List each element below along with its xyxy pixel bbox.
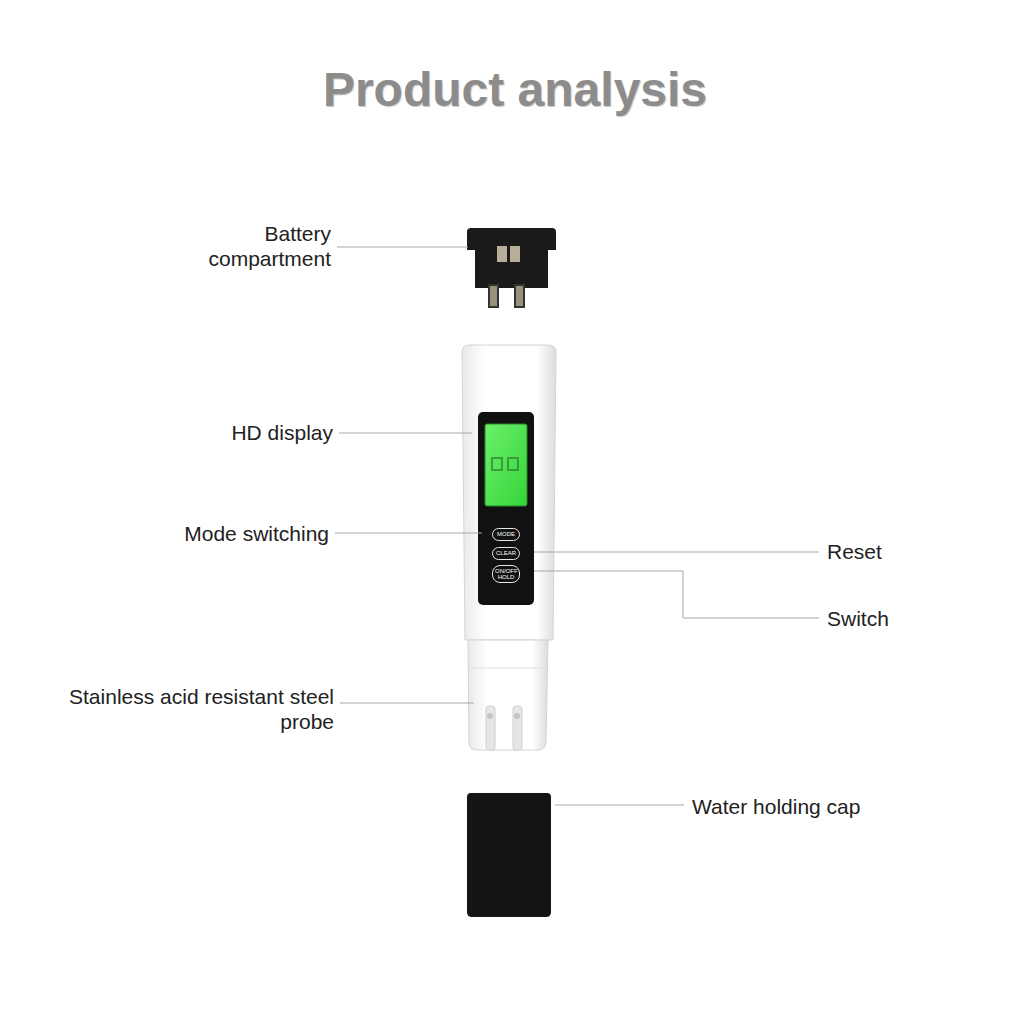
part-label: Mode switching	[109, 521, 329, 546]
button-label: CLEAR	[495, 550, 517, 556]
water-holding-cap	[467, 793, 551, 917]
button-label: ON/OFF HOLD	[495, 568, 517, 580]
display-panel	[478, 412, 534, 605]
button-label: MODE	[495, 531, 517, 537]
leader-lines	[335, 247, 819, 805]
part-label: Stainless acid resistant steel probe	[59, 684, 334, 734]
title: Product analysis	[323, 62, 707, 117]
battery-compartment	[467, 228, 556, 308]
part-label: Water holding cap	[692, 794, 992, 819]
button: CLEAR	[492, 547, 520, 560]
part-label: Reset	[827, 539, 987, 564]
part-label: HD display	[133, 420, 333, 445]
button: MODE	[492, 528, 520, 541]
part-label: Battery compartment	[181, 221, 331, 271]
button: ON/OFF HOLD	[492, 565, 520, 583]
part-label: Switch	[827, 606, 987, 631]
pen-body	[462, 345, 556, 750]
